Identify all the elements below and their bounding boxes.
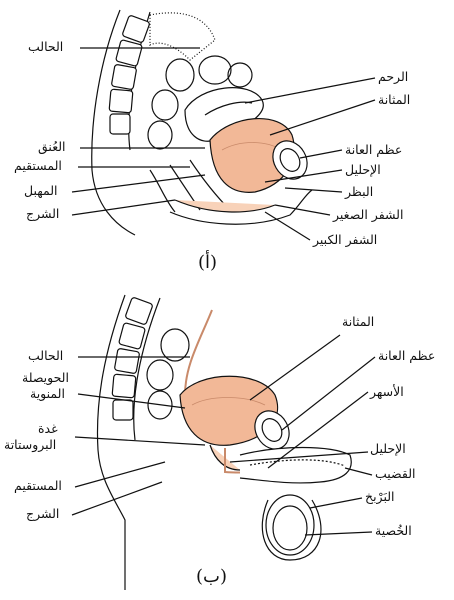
label-labia-minora: الشفر الصغير: [333, 208, 403, 222]
label-pubic-bone-a: عظم العانة: [345, 143, 402, 157]
panel-b-drawing: [72, 295, 375, 590]
label-prostate-2: البروستاتة: [4, 438, 56, 452]
label-vagina: المهبل: [24, 184, 58, 198]
panel-a-drawing: [72, 10, 375, 240]
label-penis: القضيب: [375, 467, 416, 481]
label-bladder-a: المثانة: [378, 93, 410, 107]
label-labia-majora: الشفر الكبير: [313, 233, 377, 247]
label-clitoris: البظر: [345, 185, 373, 199]
label-anus-b: الشرج: [26, 507, 59, 521]
label-rectum-b: المستقيم: [14, 479, 62, 493]
label-seminal-vesicle-2: المنوية: [30, 387, 65, 401]
label-urethra-a: الإحليل: [345, 163, 381, 177]
caption-b: (ب): [196, 566, 227, 587]
penis: [240, 448, 351, 483]
sacrum-vertebrae: [109, 15, 150, 134]
label-testis: الخُصية: [375, 524, 412, 538]
label-cervix: العُنق: [38, 140, 66, 154]
label-ureter-a: الحالب: [28, 40, 63, 54]
label-ureter-b: الحالب: [28, 349, 63, 363]
label-vas-deferens: الأسهر: [370, 385, 404, 399]
label-seminal-vesicle-1: الحويصلة: [22, 371, 69, 385]
label-prostate-1: غدة: [38, 422, 58, 436]
label-rectum-a: المستقيم: [14, 159, 62, 173]
label-urethra-b: الإحليل: [370, 442, 406, 456]
label-anus-a: الشرج: [26, 207, 59, 221]
caption-a: (أ): [198, 252, 217, 273]
label-bladder-b: المثانة: [342, 315, 374, 329]
label-epididymis: البَرْبخ: [365, 490, 395, 504]
label-uterus: الرحم: [378, 70, 408, 84]
label-pubic-bone-b: عظم العانة: [378, 349, 435, 363]
